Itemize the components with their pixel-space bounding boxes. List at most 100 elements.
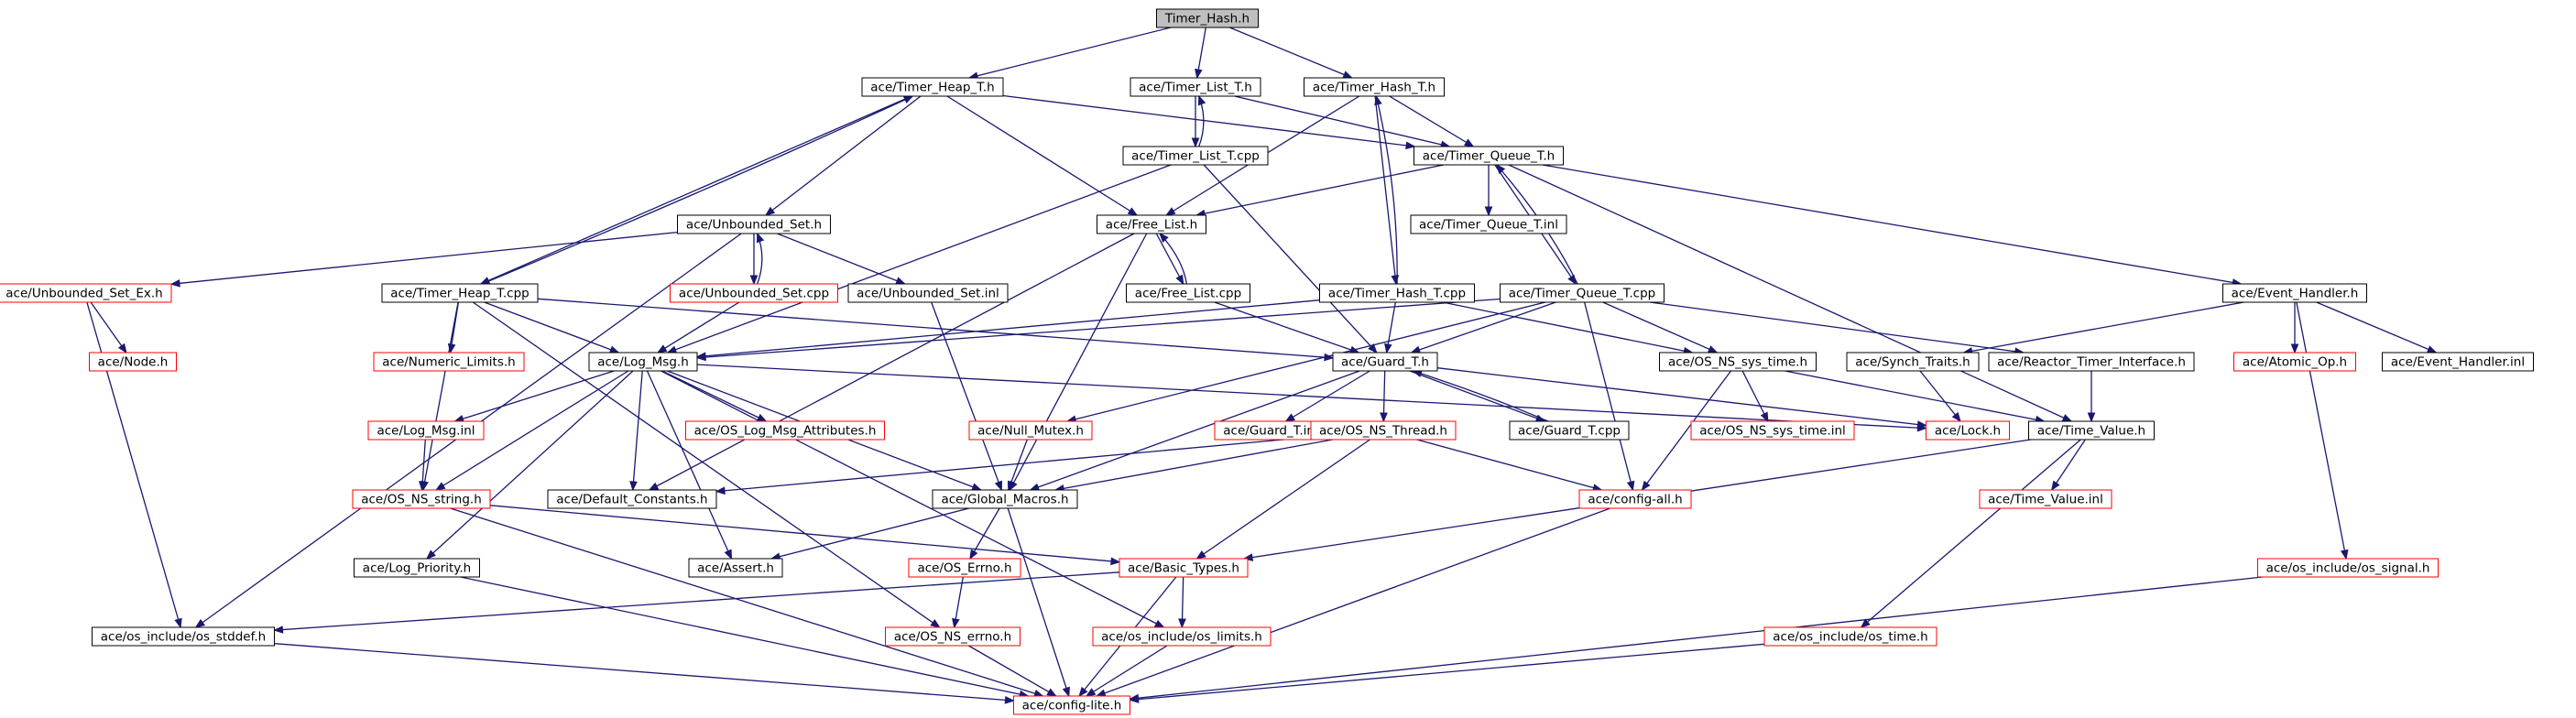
node-default-constants-h[interactable]: ace/Default_Constants.h [547, 489, 717, 509]
node-label: Timer_Hash.h [1164, 12, 1250, 27]
node-config-all-h[interactable]: ace/config-all.h [1578, 489, 1692, 509]
arrowhead-log_msg_inl-to-os_ns_string_h [418, 481, 427, 492]
node-os-time-h[interactable]: ace/os_include/os_time.h [1763, 626, 1937, 647]
node-guard-t-inl[interactable]: ace/Guard_T.inl [1214, 420, 1327, 441]
node-label: ace/os_include/os_stddef.h [101, 630, 266, 645]
node-label: ace/Timer_Heap_T.cpp [390, 287, 529, 301]
node-os-signal-h[interactable]: ace/os_include/os_signal.h [2257, 558, 2439, 578]
arrowhead-timer_list_t_cpp-to-guard_t_h [1368, 343, 1378, 354]
node-label: ace/os_include/os_signal.h [2266, 561, 2430, 576]
node-lock-h[interactable]: ace/Lock.h [1926, 420, 2010, 441]
node-box [1690, 420, 1855, 441]
edge-synch_traits_h-to-lock_h [1919, 370, 1961, 422]
arrowhead-unbounded_set_h-to-os_stddef_h [194, 618, 206, 628]
edge-timer_queue_t_h-to-free_list_h [1195, 164, 1445, 216]
node-timer-queue-t-cpp[interactable]: ace/Timer_Queue_T.cpp [1500, 283, 1665, 303]
node-box [1304, 77, 1445, 97]
node-label: ace/Timer_Queue_T.h [1423, 149, 1555, 164]
node-box [1988, 352, 2195, 372]
node-label: ace/OS_NS_string.h [361, 493, 482, 507]
arrowhead-event_handler_h-to-os_signal_h [2340, 549, 2349, 560]
node-unbounded-set-inl[interactable]: ace/Unbounded_Set.inl [847, 283, 1009, 303]
arrowhead-log_msg_h-to-log_priority_h [426, 549, 436, 560]
node-os-limits-h[interactable]: ace/os_include/os_limits.h [1092, 626, 1272, 647]
edge-unbounded_set_ex_h-to-os_stddef_h [86, 301, 181, 628]
node-box [2257, 558, 2439, 578]
node-box [670, 283, 838, 303]
node-null-mutex-h[interactable]: ace/Null_Mutex.h [968, 420, 1093, 441]
node-time-value-h[interactable]: ace/Time_Value.h [2028, 420, 2155, 441]
node-log-msg-inl[interactable]: ace/Log_Msg.inl [367, 420, 485, 441]
node-box [685, 420, 885, 441]
node-basic-types-h[interactable]: ace/Basic_Types.h [1119, 558, 1249, 578]
edge-os_ns_thread_h-to-global_macros_h [1054, 439, 1334, 491]
edge-timer_hash_t_cpp-to-log_msg_h [696, 299, 1320, 358]
node-timer-heap-t-h[interactable]: ace/Timer_Heap_T.h [861, 77, 1004, 97]
node-os-ns-sys-time-h[interactable]: ace/OS_NS_sys_time.h [1659, 352, 1817, 372]
edge-unbounded_set_ex_h-to-node_h [90, 301, 127, 354]
edge-time_value_h-to-time_value_inl [2051, 439, 2086, 491]
node-os-log-msg-attributes-h[interactable]: ace/OS_Log_Msg_Attributes.h [685, 420, 885, 441]
node-log-msg-h[interactable]: ace/Log_Msg.h [588, 352, 698, 372]
node-box [1763, 626, 1937, 647]
node-unbounded-set-h[interactable]: ace/Unbounded_Set.h [677, 214, 831, 234]
arrowhead-timer_heap_t_h-to-free_list_h [1127, 207, 1139, 216]
node-free-list-cpp[interactable]: ace/Free_List.cpp [1126, 283, 1250, 303]
node-event-handler-h[interactable]: ace/Event_Handler.h [2222, 283, 2367, 303]
arrowhead-guard_t_h-to-lock_h [1916, 420, 1927, 429]
node-config-lite-h[interactable]: ace/config-lite.h [1013, 695, 1130, 715]
node-numeric-limits-h[interactable]: ace/Numeric_Limits.h [373, 352, 525, 372]
arrowhead-event_handler_h-to-atomic_op_h [2290, 343, 2299, 354]
node-os-errno-h[interactable]: ace/OS_Errno.h [908, 558, 1021, 578]
node-timer-list-t-cpp[interactable]: ace/Timer_List_T.cpp [1122, 146, 1269, 166]
node-event-handler-inl[interactable]: ace/Event_Handler.inl [2382, 352, 2534, 372]
node-os-stddef-h[interactable]: ace/os_include/os_stddef.h [92, 626, 275, 647]
node-guard-t-cpp[interactable]: ace/Guard_T.cpp [1509, 420, 1630, 441]
node-label: ace/OS_NS_Thread.h [1319, 424, 1447, 439]
arrowhead-os_limits_h-to-config_lite_h [1085, 688, 1097, 697]
node-timer-queue-t-h[interactable]: ace/Timer_Queue_T.h [1414, 146, 1564, 166]
edge-os_ns_thread_h-to-basic_types_h [1196, 439, 1370, 560]
node-box [968, 420, 1093, 441]
node-timer-hash-t-h[interactable]: ace/Timer_Hash_T.h [1304, 77, 1445, 97]
node-unbounded-set-ex-h[interactable]: ace/Unbounded_Set_Ex.h [0, 283, 172, 303]
node-global-macros-h[interactable]: ace/Global_Macros.h [932, 489, 1078, 509]
node-label: ace/Event_Handler.h [2232, 287, 2359, 301]
node-unbounded-set-cpp[interactable]: ace/Unbounded_Set.cpp [670, 283, 838, 303]
arrowhead-global_macros_h-to-config_lite_h [1062, 686, 1070, 698]
node-box [354, 558, 480, 578]
node-reactor-timer-interface-h[interactable]: ace/Reactor_Timer_Interface.h [1988, 352, 2195, 372]
node-log-priority-h[interactable]: ace/Log_Priority.h [354, 558, 480, 578]
node-box [677, 214, 831, 234]
node-assert-h[interactable]: ace/Assert.h [688, 558, 783, 578]
node-label: ace/OS_NS_sys_time.inl [1699, 424, 1846, 439]
edge-config_all_h-to-config_lite_h [1097, 507, 1610, 697]
arrowhead-guard_t_h-to-global_macros_h [1029, 483, 1041, 491]
arrowhead-timer_hash_t_h-to-free_list_h [1165, 207, 1176, 216]
node-label: ace/Unbounded_Set.cpp [679, 287, 829, 301]
node-timer-queue-t-inl[interactable]: ace/Timer_Queue_T.inl [1410, 214, 1567, 234]
node-timer-list-t-h[interactable]: ace/Timer_List_T.h [1130, 77, 1261, 97]
node-os-ns-sys-time-inl[interactable]: ace/OS_NS_sys_time.inl [1690, 420, 1855, 441]
node-time-value-inl[interactable]: ace/Time_Value.inl [1979, 489, 2112, 509]
arrowhead-reactor_timer_interface_h-to-time_value_h [2087, 412, 2096, 423]
edge-timer_heap_t_h-to-free_list_h [946, 95, 1138, 216]
node-timer-heap-t-cpp[interactable]: ace/Timer_Heap_T.cpp [381, 283, 539, 303]
node-free-list-h[interactable]: ace/Free_List.h [1097, 214, 1206, 234]
edge-timer_heap_t_h-to-unbounded_set_h [765, 95, 922, 216]
node-os-ns-string-h[interactable]: ace/OS_NS_string.h [352, 489, 491, 509]
edge-timer_hash_t_cpp-to-timer_hash_t_h [1375, 95, 1398, 285]
node-atomic-op-h[interactable]: ace/Atomic_Op.h [2233, 352, 2356, 372]
node-os-ns-errno-h[interactable]: ace/OS_NS_errno.h [885, 626, 1021, 647]
node-node-h[interactable]: ace/Node.h [89, 352, 177, 372]
node-os-ns-thread-h[interactable]: ace/OS_NS_Thread.h [1310, 420, 1457, 441]
edge-guard_t_h-to-guard_t_inl [1285, 370, 1370, 422]
edge-os_stddef_h-to-config_lite_h [274, 643, 1014, 702]
node-timer-hash-t-cpp[interactable]: ace/Timer_Hash_T.cpp [1319, 283, 1475, 303]
edge-timer_heap_t_cpp-to-timer_heap_t_h [481, 95, 913, 285]
node-synch-traits-h[interactable]: ace/Synch_Traits.h [1846, 352, 1980, 372]
node-box [847, 283, 1009, 303]
node-guard-t-h[interactable]: ace/Guard_T.h [1332, 352, 1438, 372]
node-label: ace/config-lite.h [1022, 699, 1122, 713]
node-label: ace/config-all.h [1588, 493, 1682, 507]
